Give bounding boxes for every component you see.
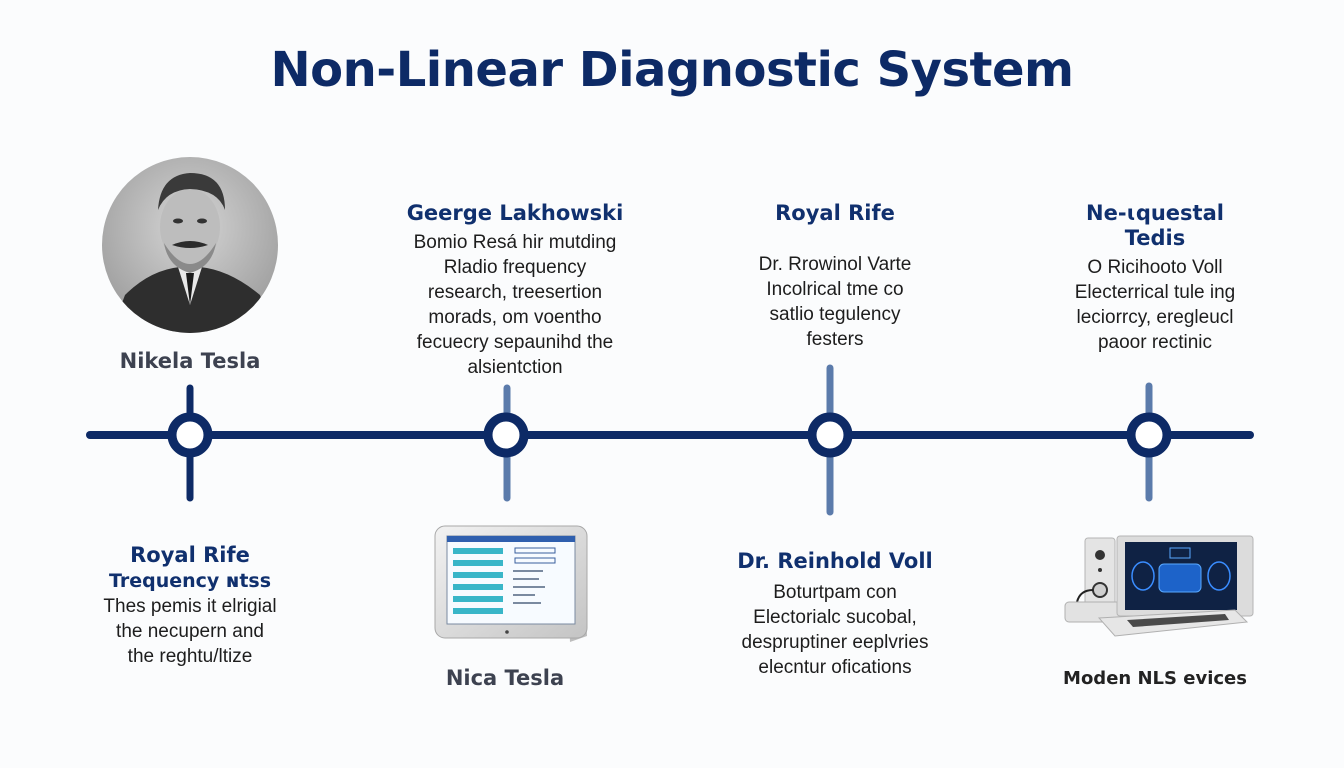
item-description: Bomio Resá hir mutding Rladio frequency … [370,230,660,380]
description-line: satlio tegulency [769,304,901,325]
description-line: Incolrical tme co [766,279,904,300]
description-line: Rladio frequency [443,257,587,278]
description-line: the necupern and [116,621,264,642]
timeline-node-1 [167,412,213,458]
bottom-item-1: Royal Rife Trequency ɴtss Thes pemis it … [75,543,305,669]
portrait-photo [102,157,278,333]
description-line: alsientction [467,357,563,378]
item-description: Dr. Rrowinol Varte Incolrical tme co sat… [715,252,955,352]
item-heading: Royal Rife [130,543,250,567]
description-line: despruptiner eeplvries [741,632,929,653]
description-line: Thes pemis it elrigial [103,596,277,617]
description-line: Boturtpam con [773,582,897,603]
heading-line: Ne-ɩquestal [1086,201,1224,225]
top-item-3: Royal Rife Dr. Rrowinol Varte Incolrical… [715,201,955,352]
page-title: Non-Linear Diagnostic System [270,42,1074,98]
item-subheading: Trequency ɴtss [108,570,272,592]
portrait-caption: Nikela Tesla [119,349,261,373]
item-description: Boturtpam con Electorialc sucobal, despr… [700,580,970,680]
heading-line: Tedis [1124,226,1186,250]
laptop-nls-device-image [1064,535,1254,637]
item-description: Thes pemis it elrigial the necupern and … [75,594,305,669]
bottom-item-2: Nica Tesla [405,518,605,690]
description-line: Dr. Rrowinol Varte [758,254,912,275]
description-line: Electerrical tule ing [1074,282,1236,303]
description-line: O Ricihooto Voll [1087,257,1223,278]
timeline-node-4 [1126,412,1172,458]
description-line: morads, om voentho [428,307,602,328]
item-heading: Dr. Reinhold Voll [737,549,933,573]
device-caption: Nica Tesla [445,666,565,690]
bottom-item-4: Moden NLS evices [1040,530,1270,689]
description-line: research, treesertion [427,282,603,303]
item-heading: Royal Rife [775,201,895,225]
timeline-node-3 [807,412,853,458]
item-heading: Geerge Lakhowski [406,201,624,225]
description-line: leciorrcy, eregleucl [1076,307,1234,328]
description-line: festers [806,329,864,350]
top-item-1: Nikela Tesla [90,155,290,373]
description-line: Electorialc sucobal, [753,607,917,628]
description-line: paoor rectinic [1097,332,1213,353]
description-line: fecuecry sepaunihd the [416,332,614,353]
device-caption: Moden NLS evices [1063,668,1247,689]
top-item-2: Geerge Lakhowski Bomio Resá hir mutding … [370,201,660,380]
description-line: elecntur ofications [758,657,912,678]
top-item-4: Ne-ɩquestal Tedis O Ricihooto Voll Elect… [1035,201,1275,355]
item-description: O Ricihooto Voll Electerrical tule ing l… [1035,255,1275,355]
timeline-node-2 [483,412,529,458]
item-heading: Ne-ɩquestal Tedis [1035,201,1275,251]
bottom-item-3: Dr. Reinhold Voll Boturtpam con Electori… [700,549,970,680]
touchscreen-device-image [434,525,588,642]
description-line: Bomio Resá hir mutding [413,232,617,253]
description-line: the reghtu/ltize [127,646,253,667]
